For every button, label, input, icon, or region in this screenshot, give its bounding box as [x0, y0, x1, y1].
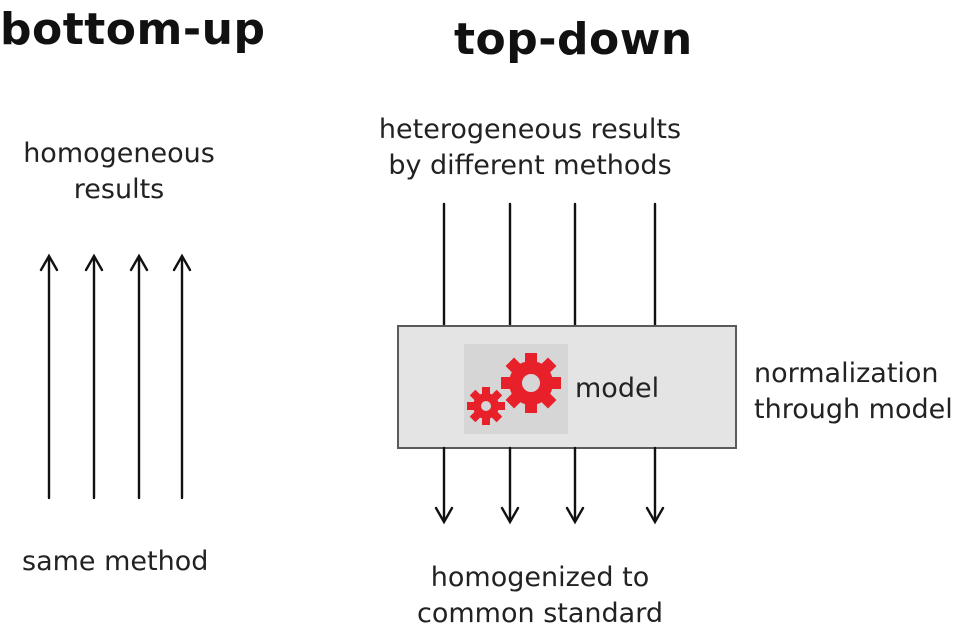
top-down-side-label: normalization through model [754, 356, 953, 428]
bottom-up-top-label-line2: results [73, 174, 165, 205]
bottom-up-title: bottom-up [0, 4, 266, 55]
top-down-side-label-line1: normalization [754, 358, 939, 389]
bottom-up-top-label: homogeneous results [0, 136, 238, 208]
top-down-top-label: heterogeneous results by different metho… [340, 112, 720, 184]
bottom-up-arrowhead-1 [39, 253, 59, 272]
top-down-side-label-line2: through model [754, 394, 953, 425]
output-arrowhead-4 [645, 506, 665, 525]
top-down-top-label-line1: heterogeneous results [378, 114, 682, 145]
bottom-up-arrows [39, 253, 192, 500]
model-label: model [575, 373, 659, 404]
output-arrowhead-1 [434, 506, 454, 525]
output-arrowhead-3 [565, 506, 585, 525]
top-down-bottom-label: homogenized to common standard [400, 560, 680, 632]
output-arrowhead-2 [500, 506, 520, 525]
bottom-up-arrowhead-3 [129, 253, 149, 272]
bottom-up-arrowhead-2 [84, 253, 104, 272]
top-down-bottom-label-line1: homogenized to [430, 562, 650, 593]
top-down-output-arrows [434, 446, 665, 525]
top-down-title: top-down [454, 14, 693, 65]
bottom-up-arrowhead-4 [172, 253, 192, 272]
bottom-up-top-label-line1: homogeneous [23, 138, 215, 169]
top-down-bottom-label-line2: common standard [417, 598, 663, 629]
top-down-top-label-line2: by different methods [388, 150, 672, 181]
gears-icon [464, 344, 568, 434]
top-down-input-lines [442, 202, 657, 328]
bottom-up-bottom-label: same method [22, 546, 209, 577]
